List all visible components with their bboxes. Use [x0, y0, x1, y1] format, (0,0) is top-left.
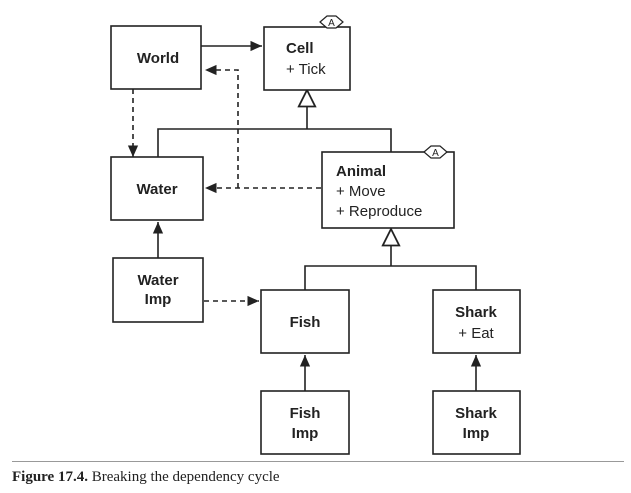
animal-box: Animal + Move + Reproduce A	[321, 145, 455, 229]
world-box: World	[110, 25, 202, 90]
fish-imp-box: Fish Imp	[260, 390, 350, 455]
shark-member-eat: + Eat	[458, 325, 494, 342]
cell-box: Cell + Tick A	[263, 15, 351, 91]
inheritance-bar-cell	[157, 128, 392, 157]
cell-label: Cell	[286, 40, 314, 57]
animal-member-reproduce: + Reproduce	[336, 203, 422, 220]
cell-abstract-badge: A	[319, 15, 344, 29]
cell-member-tick: + Tick	[286, 61, 326, 78]
cell-abstract-label: A	[328, 18, 335, 29]
shark-box: Shark + Eat	[432, 289, 521, 354]
animal-to-world-dependency	[205, 64, 239, 188]
shark-imp-box: Shark Imp	[432, 390, 521, 455]
water-imp-label-line2: Imp	[145, 291, 172, 308]
fish-label: Fish	[290, 314, 321, 331]
animal-abstract-badge: A	[423, 145, 448, 159]
animal-label: Animal	[336, 163, 386, 180]
caption-divider	[12, 461, 624, 462]
shark-label: Shark	[455, 304, 497, 321]
water-label: Water	[136, 181, 177, 198]
figure-caption-text: Breaking the dependency cycle	[91, 469, 280, 485]
fish-imp-label-line1: Fish	[290, 405, 321, 422]
shark-imp-label-line1: Shark	[455, 405, 497, 422]
figure-number: Figure 17.4.	[12, 469, 88, 485]
animal-abstract-label: A	[432, 148, 439, 159]
inheritance-bar-animal	[304, 265, 477, 290]
shark-imp-label-line2: Imp	[463, 425, 490, 442]
fish-box: Fish	[260, 289, 350, 354]
figure-caption: Figure 17.4. Breaking the dependency cyc…	[12, 469, 280, 486]
fish-imp-label-line2: Imp	[292, 425, 319, 442]
water-box: Water	[110, 156, 204, 221]
water-imp-box: Water Imp	[112, 257, 204, 323]
water-imp-label-line1: Water	[137, 272, 178, 289]
animal-member-move: + Move	[336, 183, 386, 200]
world-label: World	[137, 50, 179, 67]
dependency-diagram: World Cell + Tick A Water Animal + Move …	[110, 15, 521, 455]
